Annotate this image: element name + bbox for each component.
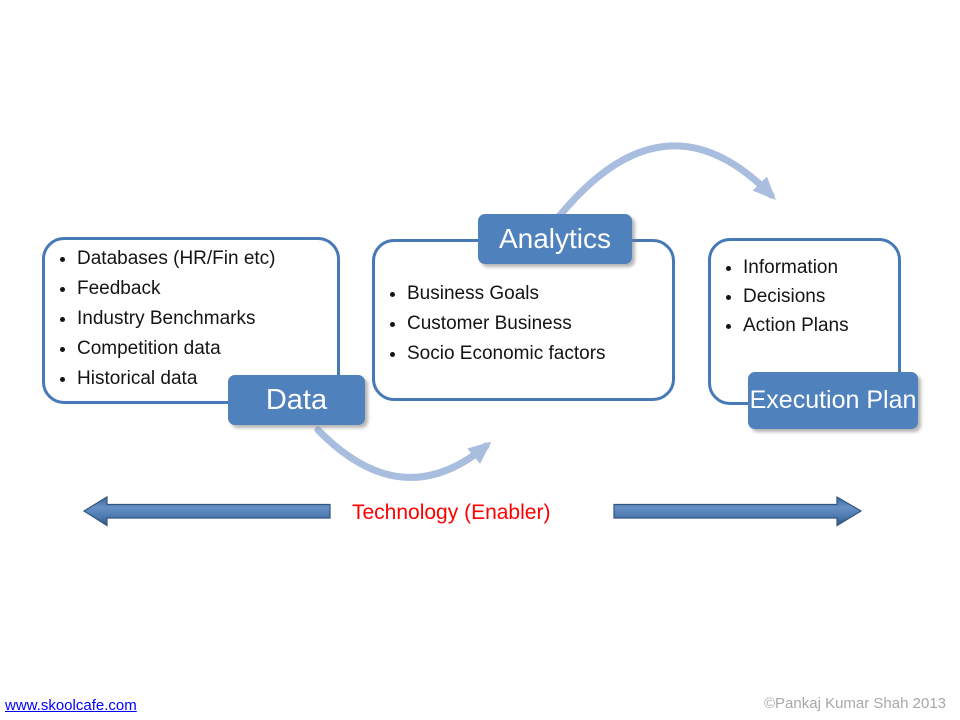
data-label: Data — [265, 383, 328, 416]
list-item: Action Plans — [743, 311, 898, 340]
list-item: Socio Economic factors — [407, 339, 672, 369]
list-item: Industry Benchmarks — [77, 304, 337, 334]
curved-arrow-data-to-analytics — [314, 426, 492, 481]
analytics-list: Business Goals Customer Business Socio E… — [375, 279, 672, 369]
list-item: Decisions — [743, 282, 898, 311]
list-item: Business Goals — [407, 279, 672, 309]
execution-plan-list: Information Decisions Action Plans — [711, 253, 898, 340]
analytics-label: Analytics — [498, 223, 612, 254]
data-label-chip: Data — [228, 375, 365, 425]
list-item: Information — [743, 253, 898, 282]
list-item: Databases (HR/Fin etc) — [77, 244, 337, 274]
technology-arrow-right — [613, 495, 863, 527]
technology-arrow-left — [82, 495, 331, 527]
list-item: Competition data — [77, 334, 337, 364]
curved-arrow-analytics-to-execution — [553, 142, 776, 223]
analytics-label-chip: Analytics — [478, 214, 632, 264]
data-sources-list: Databases (HR/Fin etc) Feedback Industry… — [45, 244, 337, 394]
list-item: Customer Business — [407, 309, 672, 339]
copyright-text: ©Pankaj Kumar Shah 2013 — [764, 695, 946, 712]
execution-plan-label: Execution Plan — [749, 386, 917, 414]
analytics-box: Business Goals Customer Business Socio E… — [372, 239, 675, 401]
data-sources-box: Databases (HR/Fin etc) Feedback Industry… — [42, 237, 340, 404]
execution-plan-label-chip: Execution Plan — [748, 372, 918, 429]
list-item: Feedback — [77, 274, 337, 304]
list-item: Historical data — [77, 364, 337, 394]
technology-enabler-label: Technology (Enabler) — [352, 501, 551, 524]
footer-website-link[interactable]: www.skoolcafe.com — [5, 697, 137, 714]
